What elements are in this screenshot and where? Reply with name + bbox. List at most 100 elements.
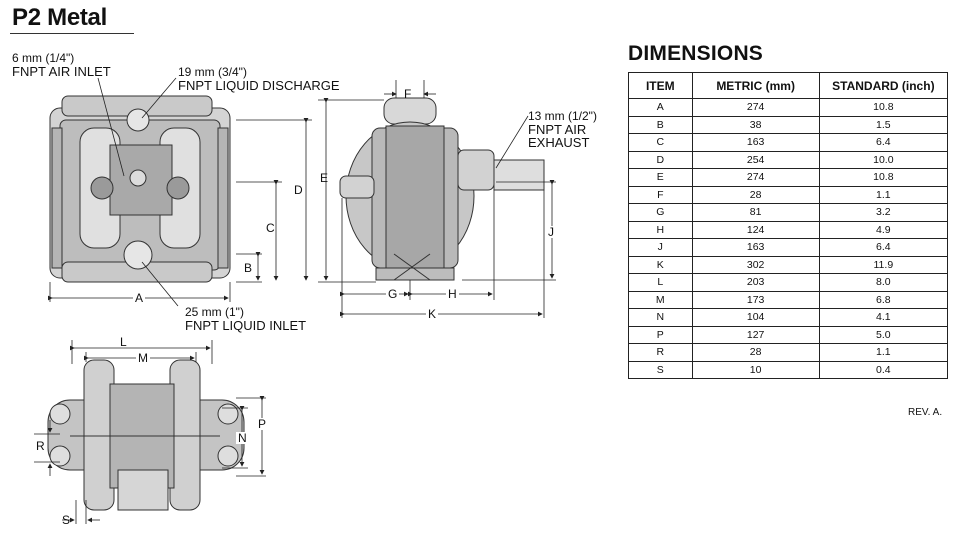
standard-cell: 8.0 — [818, 273, 949, 292]
standard-cell: 5.0 — [818, 325, 949, 344]
liquid-inlet-callout: 25 mm (1") FNPT LIQUID INLET — [185, 305, 307, 333]
item-cell: S — [628, 360, 693, 379]
standard-cell: 1.1 — [818, 185, 949, 204]
dim-letter-a: A — [133, 291, 146, 305]
title-underline — [10, 33, 134, 34]
item-cell: P — [628, 325, 693, 344]
item-cell: N — [628, 308, 693, 327]
item-cell: L — [628, 273, 693, 292]
item-cell: J — [628, 238, 693, 257]
metric-cell: 302 — [691, 255, 820, 274]
liquid-inlet-size: 25 mm (1") — [185, 305, 244, 319]
standard-cell: 10.8 — [818, 168, 949, 187]
metric-cell: 28 — [691, 343, 820, 362]
page-title: P2 Metal — [12, 4, 107, 31]
metric-cell: 173 — [691, 290, 820, 309]
air-exhaust-label-2: EXHAUST — [528, 135, 590, 150]
dim-letter-h: H — [446, 287, 459, 301]
header-item: ITEM — [628, 72, 693, 99]
side-view — [339, 97, 545, 281]
standard-cell: 4.1 — [818, 308, 949, 327]
air-inlet-size: 6 mm (1/4") — [12, 51, 75, 65]
standard-cell: 4.9 — [818, 220, 949, 239]
air-inlet-callout: 6 mm (1/4") FNPT AIR INLET — [12, 51, 111, 79]
dim-letter-s: S — [62, 513, 71, 527]
metric-cell: 28 — [691, 185, 820, 204]
air-exhaust-label-1: FNPT AIR — [528, 122, 587, 137]
pump-dimension-drawing — [34, 77, 556, 524]
item-cell: D — [628, 150, 693, 169]
liquid-inlet-label: FNPT LIQUID INLET — [185, 318, 307, 333]
dimensions-title: DIMENSIONS — [628, 42, 764, 65]
metric-cell: 254 — [691, 150, 820, 169]
metric-cell: 124 — [691, 220, 820, 239]
metric-cell: 104 — [691, 308, 820, 327]
dim-letter-l: L — [120, 335, 127, 349]
item-cell: C — [628, 133, 693, 152]
header-metric: METRIC (mm) — [691, 72, 820, 99]
dim-letter-d: D — [294, 183, 303, 197]
bottom-view-dimensions — [34, 340, 266, 524]
air-exhaust-size: 13 mm (1/2") — [528, 109, 597, 123]
item-cell: E — [628, 168, 693, 187]
liquid-discharge-size: 19 mm (3/4") — [178, 65, 247, 79]
item-cell: B — [628, 115, 693, 134]
liquid-discharge-label: FNPT LIQUID DISCHARGE — [178, 78, 340, 93]
standard-cell: 3.2 — [818, 203, 949, 222]
header-standard: STANDARD (inch) — [818, 72, 949, 99]
item-cell: M — [628, 290, 693, 309]
standard-cell: 11.9 — [818, 255, 949, 274]
front-view — [49, 95, 231, 283]
metric-cell: 127 — [691, 325, 820, 344]
item-cell: F — [628, 185, 693, 204]
air-exhaust-callout: 13 mm (1/2") FNPT AIR EXHAUST — [528, 109, 597, 150]
liquid-discharge-callout: 19 mm (3/4") FNPT LIQUID DISCHARGE — [178, 65, 340, 93]
metric-cell: 38 — [691, 115, 820, 134]
dim-letter-f: F — [404, 87, 412, 101]
metric-cell: 10 — [691, 360, 820, 379]
dim-letter-g: G — [386, 287, 400, 301]
standard-cell: 6.4 — [818, 238, 949, 257]
dim-letter-r: R — [36, 439, 45, 453]
dim-letter-p: P — [256, 417, 269, 431]
dim-letter-n: N — [236, 431, 249, 445]
metric-cell: 274 — [691, 98, 820, 117]
standard-cell: 10.0 — [818, 150, 949, 169]
item-cell: G — [628, 203, 693, 222]
standard-cell: 10.8 — [818, 98, 949, 117]
item-cell: A — [628, 98, 693, 117]
standard-cell: 6.4 — [818, 133, 949, 152]
dim-letter-j: J — [546, 225, 556, 239]
item-cell: K — [628, 255, 693, 274]
air-inlet-label: FNPT AIR INLET — [12, 64, 111, 79]
item-cell: R — [628, 343, 693, 362]
table-header-row: ITEM METRIC (mm) STANDARD (inch) — [628, 72, 949, 99]
bottom-view — [47, 359, 245, 511]
dim-letter-e: E — [320, 171, 329, 185]
metric-cell: 81 — [691, 203, 820, 222]
dim-letter-b: B — [244, 261, 253, 275]
revision-label: REV. A. — [908, 407, 943, 418]
metric-cell: 163 — [691, 133, 820, 152]
standard-cell: 0.4 — [818, 360, 949, 379]
side-view-dimensions — [318, 80, 556, 318]
standard-cell: 6.8 — [818, 290, 949, 309]
dim-letter-k: K — [426, 307, 439, 321]
